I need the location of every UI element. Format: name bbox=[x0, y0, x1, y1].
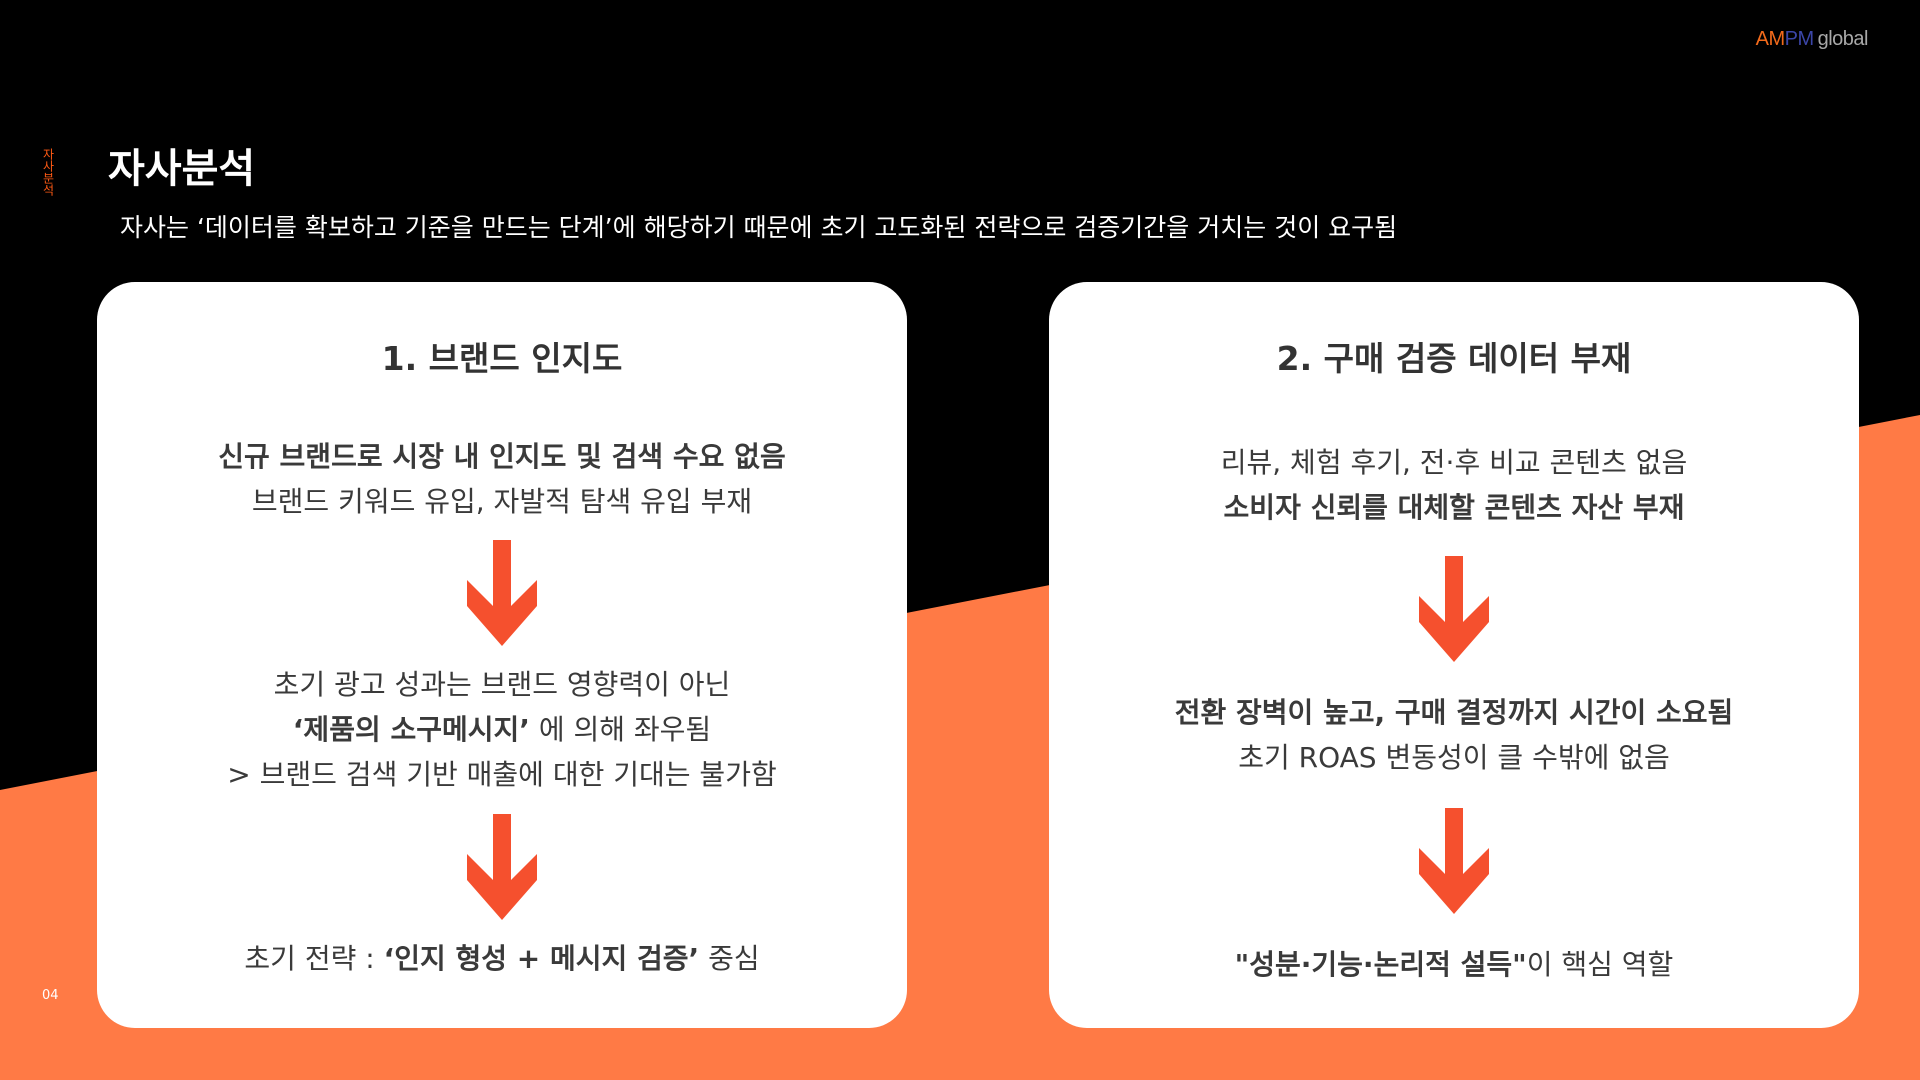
text-line: 중심 bbox=[699, 942, 760, 975]
text-line: 초기 ROAS 변동성이 클 수밖에 없음 bbox=[1238, 741, 1670, 774]
down-arrow-icon bbox=[467, 540, 537, 646]
text-emphasis: 소비자 신뢰를 대체할 콘텐츠 자산 부재 bbox=[1223, 491, 1685, 524]
text-emphasis: "성분·기능·논리적 설득" bbox=[1234, 948, 1527, 981]
down-arrow-icon bbox=[1419, 808, 1489, 914]
card-title: 2. 구매 검증 데이터 부재 bbox=[1276, 339, 1632, 378]
text-line: 신규 브랜드로 시장 내 인지도 및 검색 수요 없음 bbox=[218, 440, 786, 473]
logo-global: global bbox=[1817, 28, 1869, 50]
text-emphasis: ‘제품의 소구메시지’ bbox=[292, 713, 530, 746]
text-line: 이 핵심 역할 bbox=[1526, 948, 1674, 981]
text-line: 리뷰, 체험 후기, 전·후 비교 콘텐츠 없음 bbox=[1220, 446, 1688, 479]
text-line: 에 의해 좌우됨 bbox=[538, 713, 712, 746]
card-block-3: "성분·기능·논리적 설득"이 핵심 역할 bbox=[1049, 942, 1859, 987]
text-line: 초기 광고 성과는 브랜드 영향력이 아닌 bbox=[273, 668, 731, 701]
text-line: 전환 장벽이 높고, 구매 결정까지 시간이 소요됨 bbox=[1174, 696, 1734, 729]
text-line: 브랜드 키워드 유입, 자발적 탐색 유입 부재 bbox=[251, 485, 753, 518]
page-title: 자사분석 bbox=[108, 146, 256, 192]
logo-pm: PM bbox=[1784, 28, 1815, 50]
logo-am: AM bbox=[1755, 28, 1786, 50]
down-arrow-icon bbox=[1419, 556, 1489, 662]
text-line: > 브랜드 검색 기반 매출에 대한 기대는 불가함 bbox=[227, 758, 777, 791]
side-section-label: 자사분석 bbox=[41, 148, 55, 196]
card-title: 1. 브랜드 인지도 bbox=[381, 339, 623, 378]
down-arrow-icon bbox=[467, 814, 537, 920]
card-block-3: 초기 전략 : ‘인지 형성 + 메시지 검증’ 중심 bbox=[97, 936, 907, 981]
page-subtitle: 자사는 ‘데이터를 확보하고 기준을 만드는 단계’에 해당하기 때문에 초기 … bbox=[120, 213, 1398, 242]
card-purchase-data: 2. 구매 검증 데이터 부재 리뷰, 체험 후기, 전·후 비교 콘텐츠 없음… bbox=[1049, 282, 1859, 1028]
page-number: 04 bbox=[42, 988, 59, 1003]
text-line: 초기 전략 : bbox=[244, 942, 384, 975]
card-block-2: 초기 광고 성과는 브랜드 영향력이 아닌 ‘제품의 소구메시지’ 에 의해 좌우… bbox=[97, 662, 907, 797]
text-emphasis: ‘인지 형성 + 메시지 검증’ bbox=[383, 942, 700, 975]
